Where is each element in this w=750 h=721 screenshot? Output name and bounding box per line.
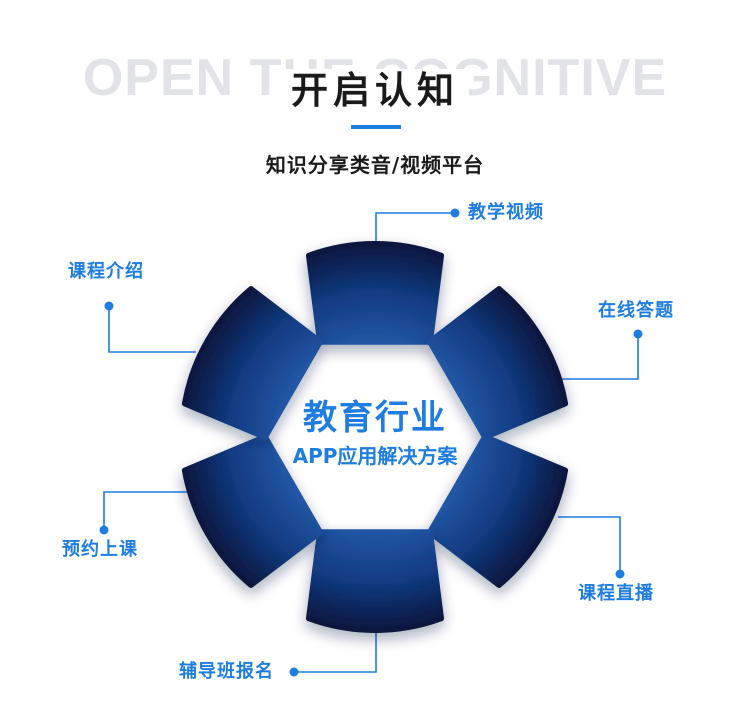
connector-course-intro	[108, 308, 196, 353]
feature-label-course-intro: 课程介绍	[68, 261, 144, 282]
page-title-text: 开启认知	[281, 69, 469, 112]
dot-teaching-video	[450, 208, 460, 218]
wheel-segment-live-course	[427, 434, 569, 588]
center-title: 教育行业	[303, 398, 447, 438]
connector-dots	[99, 208, 643, 677]
connector-book-class	[103, 491, 188, 528]
dot-online-quiz	[633, 329, 643, 339]
connector-online-quiz	[562, 336, 639, 380]
wheel-segment-tutoring-signup	[305, 529, 445, 633]
dot-course-intro	[104, 301, 114, 311]
connector-teaching-video	[375, 212, 455, 243]
connectors	[103, 212, 639, 673]
feature-label-teaching-video: 教学视频	[468, 202, 544, 223]
page-subtitle: 知识分享类音/视频平台	[265, 153, 485, 177]
feature-label-online-quiz: 在线答题	[598, 300, 674, 321]
feature-label-book-class: 预约上课	[62, 539, 138, 560]
wheel-segment-course-intro	[181, 286, 323, 440]
wheel-segment-teaching-video	[305, 241, 445, 345]
wheel-segment-book-class	[181, 434, 323, 588]
center-subtitle: APP应用解决方案	[292, 444, 458, 468]
dot-live-course	[615, 569, 625, 579]
feature-label-tutoring-signup: 辅导班报名	[179, 661, 274, 682]
wheel-segments	[181, 241, 569, 633]
title-underline	[351, 125, 401, 129]
connector-tutoring-signup	[296, 632, 377, 673]
dot-book-class	[99, 525, 109, 535]
connector-live-course	[558, 516, 621, 572]
wheel-segment-online-quiz	[427, 286, 569, 440]
feature-label-live-course: 课程直播	[578, 583, 654, 604]
dot-tutoring-signup	[289, 667, 299, 677]
page-title: 开启认知	[0, 66, 750, 116]
